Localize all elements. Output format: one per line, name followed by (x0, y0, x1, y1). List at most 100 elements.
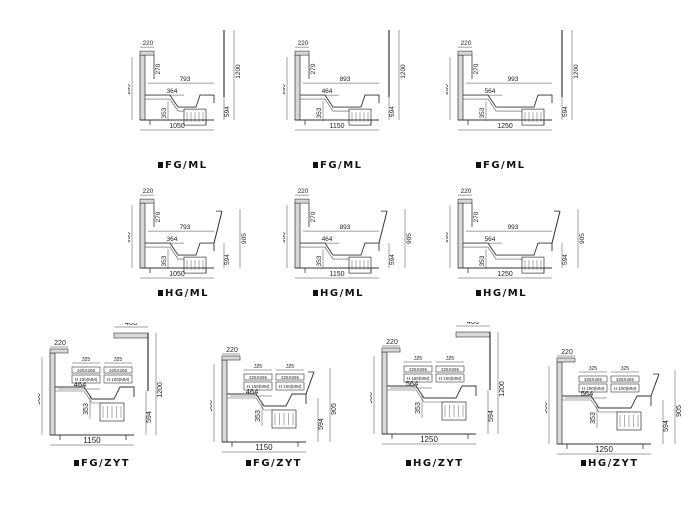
depth-label: 353 (316, 107, 323, 118)
top-shelf (294, 50, 310, 56)
depth-label: 353 (83, 403, 90, 415)
top-shelf (49, 348, 69, 354)
tray-width-label: 464 (322, 88, 333, 95)
width-label: 1250 (595, 445, 613, 454)
top-width-label: 220 (143, 40, 154, 47)
depth-label: 353 (316, 255, 323, 266)
front-glass (305, 371, 315, 395)
depth-label: 353 (161, 107, 168, 118)
model-caption: HG/ZYT (581, 458, 639, 469)
width-label: 1250 (420, 435, 438, 444)
model-caption: FG/ML (476, 160, 526, 171)
front-glass (213, 210, 223, 244)
side-height-label: 594 (562, 106, 569, 117)
model-caption-text: FG/ML (165, 160, 208, 171)
pan-body (403, 373, 433, 383)
pan-width-label: 325 (82, 357, 91, 363)
canopy-width-label: 400 (125, 323, 138, 327)
display-case-elevation-drawing: 90022027099356435340012005941250 (446, 30, 580, 131)
width-label: 1050 (169, 271, 185, 278)
shelf-height-label: 270 (310, 211, 317, 222)
total-height-label: 905 (241, 233, 248, 244)
interior-width-label: 993 (508, 76, 519, 83)
pan-depth-label: H 100(MM) (614, 386, 637, 391)
top-shelf (139, 198, 155, 204)
pan-depth-label: H 100(MM) (439, 376, 462, 381)
depth-label: 353 (255, 410, 262, 422)
side-height-label: 594 (224, 254, 231, 265)
top-width-label: 220 (298, 40, 309, 47)
caption-bullet-icon (581, 460, 586, 466)
shelf-height-label: 270 (473, 211, 480, 222)
back-wall (49, 352, 56, 436)
tray-width-label: 564 (485, 236, 496, 243)
pan-width-label: 325 (286, 364, 295, 370)
interior-width-label: 993 (508, 224, 519, 231)
pan-size-label: 325X265 (616, 377, 635, 382)
shelf-height-label: 270 (473, 63, 480, 74)
tray-insulation (300, 246, 361, 260)
pan-top (403, 365, 433, 373)
top-shelf (221, 355, 241, 361)
side-height-label: 594 (488, 410, 495, 422)
height-dimension-label: 900 (210, 400, 214, 412)
model-caption-text: FG/ZYT (81, 458, 131, 469)
height-dimension-label: 900 (128, 232, 132, 243)
interior-width-label: 893 (340, 76, 351, 83)
model-caption: FG/ML (158, 160, 208, 171)
canopy-light (113, 332, 149, 339)
back-wall (294, 202, 301, 269)
back-wall (139, 202, 146, 269)
front-glass (650, 373, 660, 397)
pan-width-label: 325 (114, 357, 123, 363)
pan-body (435, 373, 465, 383)
total-height-label: 905 (579, 233, 586, 244)
model-caption: HG/ZYT (406, 458, 464, 469)
display-tray (300, 94, 380, 108)
pan-top (71, 366, 101, 374)
total-height-label: 905 (331, 403, 338, 415)
pan-width-label: 325 (589, 366, 598, 372)
caption-bullet-icon (313, 290, 318, 296)
model-caption-text: FG/ZYT (253, 458, 303, 469)
height-dimension-label: 900 (128, 84, 132, 95)
width-label: 1250 (497, 123, 513, 130)
display-tray (300, 242, 380, 256)
back-wall (221, 359, 228, 443)
caption-bullet-icon (158, 162, 163, 168)
pan-size-label: 325X265 (109, 368, 128, 373)
pan-body (275, 381, 305, 391)
tray-insulation (463, 98, 534, 112)
pan-size-label: 325X265 (281, 375, 300, 380)
model-caption: FG/ZYT (246, 458, 302, 469)
pan-size-label: 325X265 (441, 367, 460, 372)
pan-size-label: 325X265 (409, 367, 428, 372)
tray-width-label: 564 (485, 88, 496, 95)
pan-top (578, 375, 608, 383)
model-caption: HG/ML (158, 288, 209, 299)
model-caption: FG/ML (313, 160, 363, 171)
interior-width-label: 893 (340, 224, 351, 231)
pan-body (243, 381, 273, 391)
caption-bullet-icon (158, 290, 163, 296)
model-caption: FG/ZYT (74, 458, 130, 469)
pan-depth-label: H 150(MM) (75, 377, 98, 382)
pan-size-label: 325X265 (77, 368, 96, 373)
model-caption-text: FG/ML (320, 160, 363, 171)
display-case-elevation-drawing: 90022027079336435340012005941050 (128, 30, 242, 131)
height-dimension-label: 900 (38, 393, 42, 405)
side-height-label: 594 (318, 418, 325, 430)
top-width-label: 220 (561, 349, 573, 356)
model-caption-text: HG/ZYT (588, 458, 639, 469)
total-height-label: 1200 (400, 64, 407, 79)
height-dimension-label: 900 (283, 84, 287, 95)
pan-width-label: 325 (446, 356, 455, 362)
canopy-light (455, 331, 491, 338)
display-case-elevation-drawing: 90022027089346435340012005941150 (283, 30, 407, 131)
